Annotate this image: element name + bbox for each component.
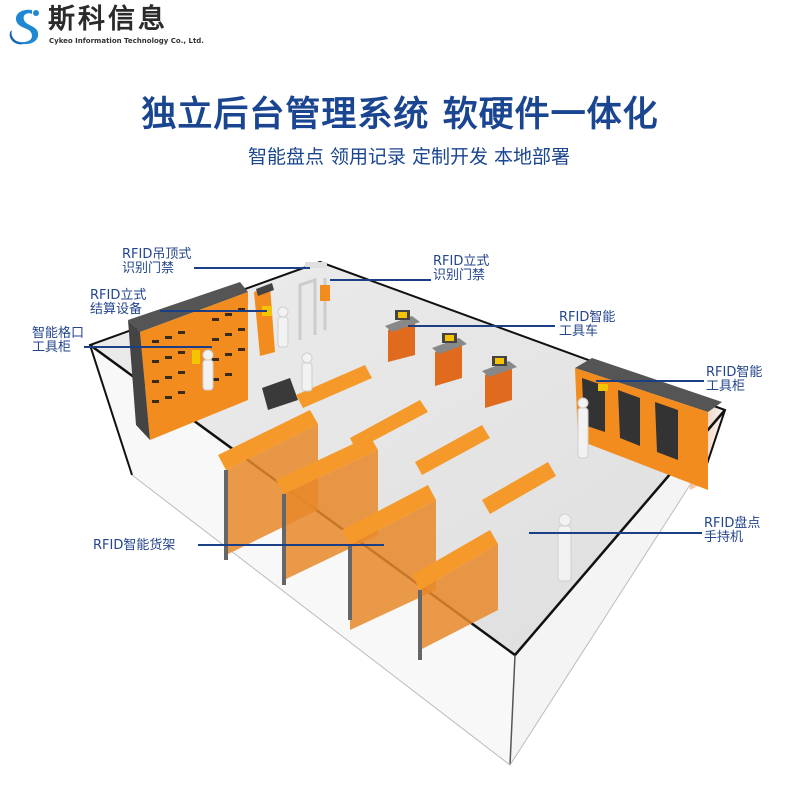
callout-ceiling-gate: RFID吊顶式 识别门禁	[122, 248, 191, 276]
callout-tool-cart: RFID智能 工具车	[559, 311, 615, 339]
callout-line2: 工具车	[559, 324, 599, 339]
brand-name-cn: 斯科信息	[48, 4, 168, 35]
callout-locker-cabinet: 智能格口 工具柜	[32, 327, 84, 355]
leader-line-locker-cabinet	[84, 346, 212, 348]
callout-line2: 工具柜	[32, 340, 72, 355]
smart-shelves-illustration	[218, 365, 556, 660]
callout-line2: 工具柜	[706, 379, 746, 394]
checkout-kiosk-illustration	[254, 283, 275, 356]
room-front-right-wall	[510, 410, 725, 765]
headline: 独立后台管理系统 软硬件一体化	[141, 95, 659, 135]
callout-line1: RFID智能	[706, 365, 763, 380]
callout-line2: 手持机	[704, 530, 744, 545]
callout-line1: RFID智能货架	[93, 538, 176, 553]
leader-line-tool-cabinet	[596, 380, 704, 382]
callout-line2: 识别门禁	[433, 268, 486, 283]
tool-cart-illustration	[385, 310, 517, 408]
callout-smart-shelf: RFID智能货架	[93, 539, 175, 553]
people-figures	[202, 306, 589, 582]
callout-line2: 结算设备	[90, 302, 143, 317]
callout-handheld: RFID盘点 手持机	[704, 517, 760, 545]
leader-line-ceiling-gate	[194, 267, 310, 269]
swirl-s-logo-icon	[9, 9, 39, 45]
ceiling-gate-illustration	[305, 262, 327, 268]
callout-line2: 识别门禁	[122, 261, 175, 276]
leader-line-handheld	[529, 532, 702, 534]
locker-cabinet-illustration	[128, 282, 248, 440]
leader-line-tool-cart	[408, 325, 555, 327]
callout-line1: RFID盘点	[704, 516, 761, 531]
callout-line1: RFID立式	[90, 288, 147, 303]
brand-name-en: Cykeo Information Technology Co., Ltd.	[49, 37, 204, 45]
callout-line1: 智能格口	[32, 326, 85, 341]
callout-line1: RFID立式	[433, 254, 490, 269]
printer-illustration	[262, 378, 298, 410]
callout-line1: RFID智能	[559, 310, 616, 325]
callout-standing-checkout: RFID立式 结算设备	[90, 289, 146, 317]
leader-line-standing-gate	[330, 279, 431, 281]
company-logo: 斯科信息 Cykeo Information Technology Co., L…	[6, 4, 204, 48]
leader-line-smart-shelf	[198, 544, 384, 546]
callout-standing-gate: RFID立式 识别门禁	[433, 255, 489, 283]
callout-line1: RFID吊顶式	[122, 247, 192, 262]
subline: 智能盘点 领用记录 定制开发 本地部署	[247, 146, 571, 168]
leader-line-standing-checkout	[160, 310, 267, 312]
callout-tool-cabinet: RFID智能 工具柜	[706, 366, 762, 394]
